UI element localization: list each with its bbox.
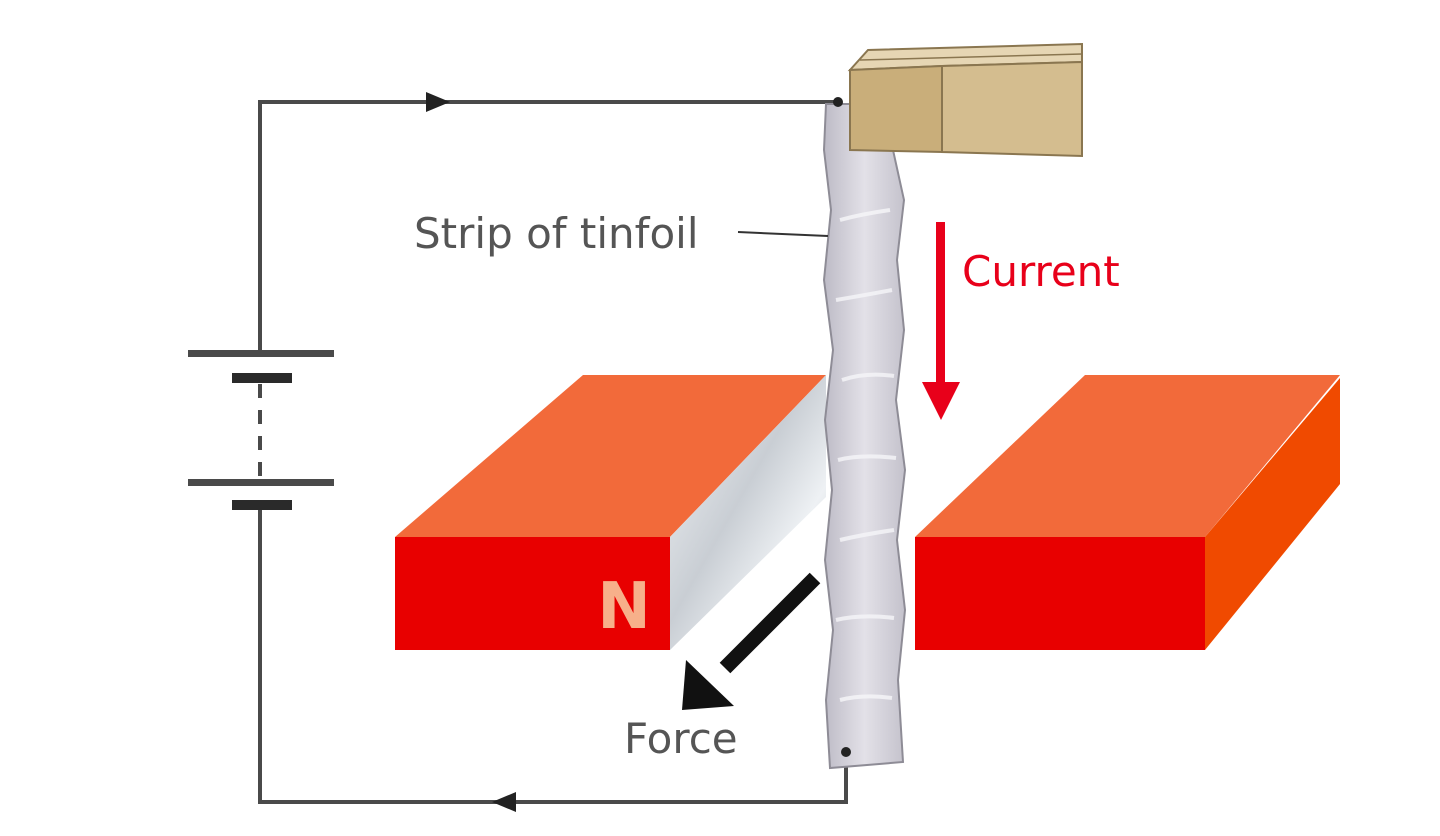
north-pole-label: N [597, 570, 651, 644]
current-arrow [922, 222, 960, 420]
battery-symbol [188, 350, 334, 510]
foil-connection-point-bottom [841, 747, 851, 757]
tinfoil-creases [835, 208, 897, 702]
tinfoil-leader-line [737, 231, 829, 237]
wooden-support-end [849, 64, 943, 154]
circuit-wire [258, 100, 848, 804]
force-label: Force [624, 714, 738, 763]
current-direction-arrow-bottom [492, 792, 516, 812]
south-magnet-front [915, 537, 1205, 650]
north-magnet-front [395, 537, 670, 650]
south-magnet-top [915, 375, 1340, 537]
current-label: Current [962, 247, 1120, 296]
north-magnet: N [395, 375, 826, 650]
north-magnet-top [395, 375, 826, 537]
force-arrow [682, 572, 821, 710]
wooden-support-side [941, 60, 1083, 158]
wooden-support [847, 42, 1083, 158]
south-magnet-side [1205, 378, 1340, 650]
foil-connection-point-top [833, 97, 843, 107]
tinfoil-strip [822, 103, 907, 770]
tinfoil-label: Strip of tinfoil [414, 209, 698, 258]
north-magnet-pole-face [670, 375, 826, 650]
south-magnet [915, 375, 1340, 650]
current-direction-arrow-top [426, 92, 450, 112]
